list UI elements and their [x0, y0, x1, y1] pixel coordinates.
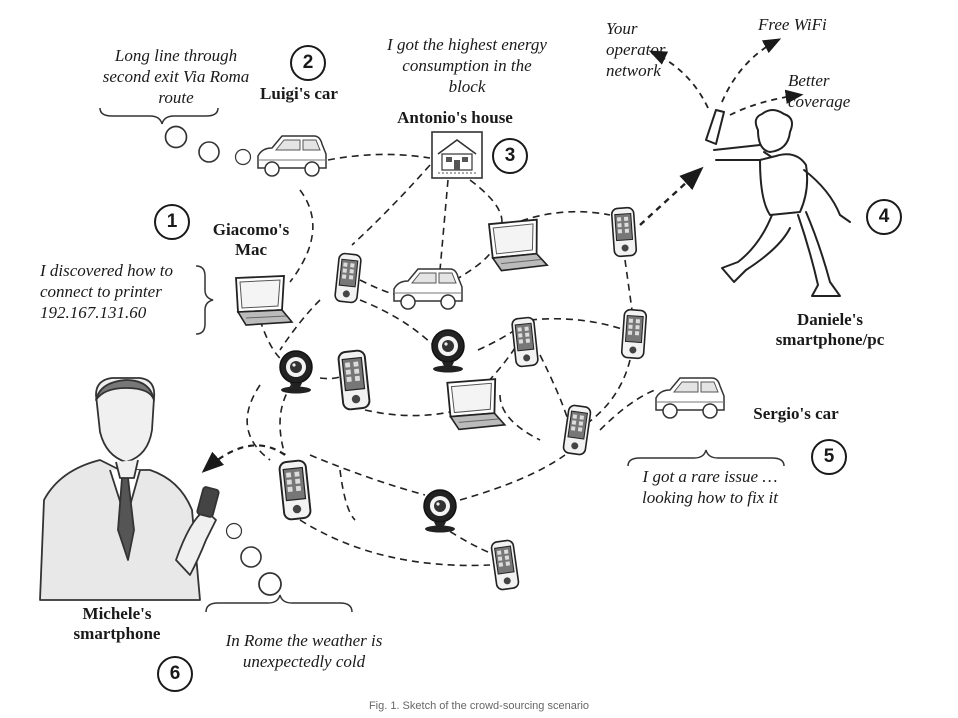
marker-3: 3: [492, 138, 528, 174]
label-giacomo: Giacomo's Mac: [212, 220, 290, 259]
person-daniele-icon: [705, 109, 851, 297]
marker-1: 1: [154, 204, 190, 240]
webcam-icon: [279, 350, 313, 395]
label-michele: Michele's smartphone: [73, 604, 161, 643]
car-icon: [655, 377, 725, 419]
laptop-icon: [235, 275, 293, 326]
thought-bubbles-michele: [225, 522, 282, 596]
phone-icon: [333, 252, 363, 304]
marker-5: 5: [811, 439, 847, 475]
note-antonio: I got the highest energy consumption in …: [387, 35, 547, 96]
car-icon: [393, 268, 463, 310]
label-free-wifi: Free WiFi: [758, 15, 827, 34]
note-braces: [99, 107, 785, 613]
webcam-icon: [423, 489, 457, 534]
webcam-icon: [431, 329, 465, 374]
label-sergio: Sergio's car: [753, 404, 839, 423]
marker-2: 2: [290, 45, 326, 81]
label-operator-network: Your operator network: [606, 19, 666, 80]
phone-icon: [489, 538, 521, 592]
phone-icon: [610, 206, 638, 258]
phone-icon: [510, 316, 540, 368]
phone-icon: [336, 349, 372, 411]
laptop-icon: [446, 377, 506, 431]
note-michele: In Rome the weather is unexpectedly cold: [225, 631, 383, 671]
note-giacomo: I discovered how to connect to printer 1…: [40, 261, 173, 322]
phone-icon: [277, 459, 313, 521]
thought-bubbles-luigi: [164, 125, 252, 166]
marker-6: 6: [157, 656, 193, 692]
note-sergio: I got a rare issue … looking how to fix …: [642, 467, 778, 507]
phone-icon: [620, 308, 648, 360]
label-better-coverage: Better coverage: [788, 71, 851, 111]
house-icon: [431, 131, 483, 179]
note-luigi: Long line through second exit Via Roma r…: [102, 46, 250, 107]
connectivity-arrows: [201, 38, 804, 473]
marker-4: 4: [866, 199, 902, 235]
laptop-icon: [487, 218, 549, 273]
car-icon: [257, 135, 327, 177]
figure-caption: Fig. 1. Sketch of the crowd-sourcing sce…: [368, 700, 590, 712]
label-luigi: Luigi's car: [260, 84, 338, 103]
label-antonio: Antonio's house: [397, 108, 513, 127]
label-daniele: Daniele's smartphone/pc: [775, 310, 885, 349]
person-michele-icon: [39, 377, 220, 601]
phone-icon: [561, 403, 593, 457]
